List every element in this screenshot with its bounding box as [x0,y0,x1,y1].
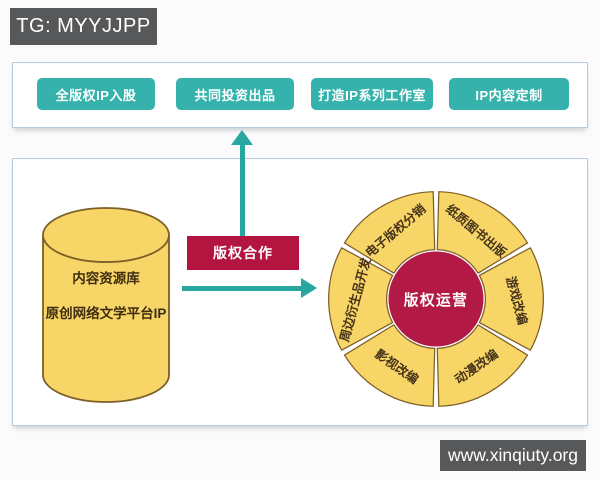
right-arrow-head-icon [301,278,317,298]
donut-segment-ebook-distribution [343,191,436,275]
copyright-operation-donut: 纸质图书出版 游戏改编 动漫改编 影视改编 周边衍生品开发 电子版权分销 版权运… [328,191,544,407]
up-arrow-head-icon [231,130,253,145]
right-arrow-line [182,286,303,291]
cooperation-pill-joint-investment: 共同投资出品 [176,78,294,110]
up-arrow-line [240,144,245,238]
content-db-cylinder [42,207,170,403]
cooperation-pill-ip-studio: 打造IP系列工作室 [311,78,433,110]
donut-segment-anime-adaptation [436,323,529,407]
cooperation-pill-ip-customization: IP内容定制 [449,78,569,110]
cooperation-modes-panel: 全版权IP入股 共同投资出品 打造IP系列工作室 IP内容定制 [12,62,588,128]
donut-segment-merchandise [328,246,394,352]
donut-center-label: 版权运营 [404,291,469,309]
donut-segment-game-adaptation [478,246,544,352]
watermark-website-badge: www.xinqiuty.org [440,440,586,471]
cylinder-top [42,207,170,263]
cooperation-pill-full-copyright: 全版权IP入股 [37,78,155,110]
donut-segment-film-tv-adaptation [343,323,436,407]
cylinder-label-line1: 内容资源库 [72,271,140,286]
donut-center-circle [388,251,484,347]
watermark-telegram-badge: TG: MYYJJPP [10,8,157,45]
donut-segment-paper-publishing [436,191,529,275]
cylinder-label-line2: 原创网络文学平台IP [45,306,167,321]
copyright-cooperation-node: 版权合作 [187,236,299,270]
